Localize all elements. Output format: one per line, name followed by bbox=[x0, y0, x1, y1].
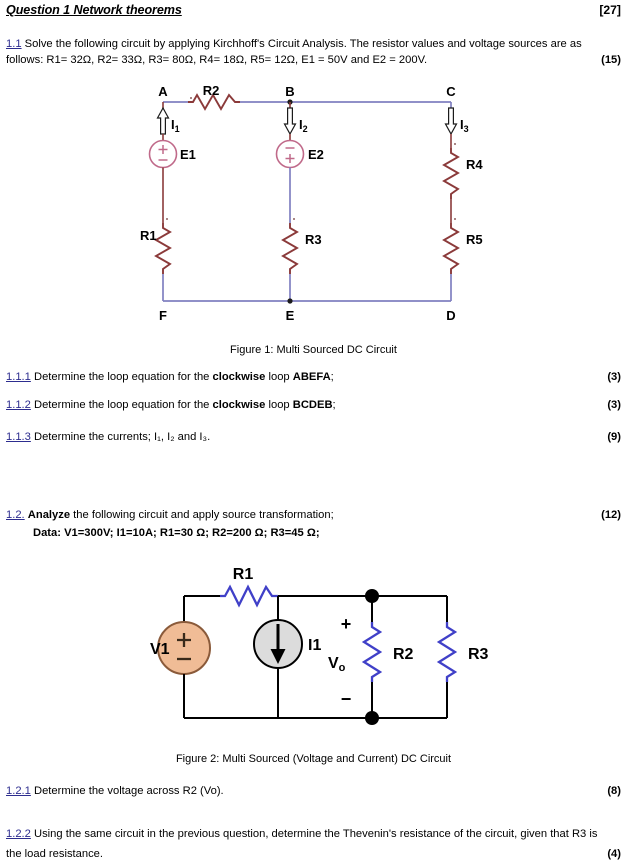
component-label-r1-f2: R1 bbox=[233, 566, 254, 583]
node-label-b: B bbox=[285, 86, 294, 99]
terminal-mark-r1 bbox=[166, 218, 168, 220]
item-1-2-text: 1.2. Analyze the following circuit and a… bbox=[6, 509, 593, 521]
item-1-1-body: Solve the following circuit by applying … bbox=[6, 38, 582, 66]
resistor-r5-symbol bbox=[442, 223, 460, 274]
component-label-r2-f2: R2 bbox=[393, 646, 414, 663]
component-label-e1: E1 bbox=[180, 147, 196, 162]
page-title: Question 1 Network theorems bbox=[6, 3, 182, 17]
component-label-v1: V1 bbox=[150, 641, 170, 658]
figure-1-svg: A B C F E D R2 R1 R3 R4 R5 E1 E2 I1 I2 I… bbox=[140, 86, 483, 323]
figure-2-circuit: R1 V1 I1 R2 R3 + − Vo bbox=[150, 562, 490, 742]
resistor-r2-symbol bbox=[188, 93, 240, 111]
v1-plus-sign bbox=[177, 633, 191, 647]
resistor-r1-symbol bbox=[154, 223, 172, 274]
item-1-1-2-number: 1.1.2 bbox=[6, 399, 31, 411]
item-1-2-1-text: 1.2.1 Determine the voltage across R2 (V… bbox=[6, 785, 599, 797]
terminal-mark-r4 bbox=[454, 143, 456, 145]
item-1-1-row: 1.1 Solve the following circuit by apply… bbox=[6, 37, 621, 68]
resistor-r1-symbol-f2 bbox=[220, 584, 278, 608]
item-1-1-marks: (15) bbox=[601, 53, 621, 66]
item-1-1-1-marks: (3) bbox=[607, 371, 621, 383]
component-label-r3: R3 bbox=[305, 232, 322, 247]
item-1-2-number: 1.2. bbox=[6, 509, 25, 521]
item-1-2-1-body: Determine the voltage across R2 (Vo). bbox=[30, 785, 224, 797]
item-1-2-2-row: 1.2.2 Using the same circuit in the prev… bbox=[6, 824, 621, 864]
item-1-1-2-pre: Determine the loop equation for the bbox=[30, 399, 213, 411]
item-1-2-2-marks: (4) bbox=[607, 848, 621, 860]
item-1-2-2-number: 1.2.2 bbox=[6, 828, 31, 840]
item-1-2-row: 1.2. Analyze the following circuit and a… bbox=[6, 509, 621, 521]
item-1-1-2-mid: loop bbox=[265, 399, 293, 411]
figure-1-caption: Figure 1: Multi Sourced DC Circuit bbox=[230, 344, 397, 356]
item-1-2-1-row: 1.2.1 Determine the voltage across R2 (V… bbox=[6, 785, 621, 797]
resistor-r3-symbol-f2 bbox=[436, 622, 458, 682]
item-1-1-2-row: 1.1.2 Determine the loop equation for th… bbox=[6, 399, 621, 411]
terminal-mark-r3 bbox=[293, 218, 295, 220]
item-1-1-1-bold-clockwise: clockwise bbox=[212, 371, 266, 383]
component-label-i1-f2: I1 bbox=[308, 637, 321, 654]
component-label-r4: R4 bbox=[466, 157, 483, 172]
item-1-1-1-bold-loop: ABEFA bbox=[292, 371, 331, 383]
resistor-r2-symbol-f2 bbox=[361, 622, 383, 682]
terminal-mark-r2 bbox=[190, 97, 192, 99]
item-1-2-1-number: 1.2.1 bbox=[6, 785, 31, 797]
component-label-e2: E2 bbox=[308, 147, 324, 162]
item-1-1-3-marks: (9) bbox=[607, 431, 621, 443]
node-label-e: E bbox=[286, 308, 295, 323]
node-label-c: C bbox=[446, 86, 456, 99]
item-1-2-2-body: Using the same circuit in the previous q… bbox=[6, 828, 598, 860]
node-dot-e bbox=[287, 298, 293, 304]
figure-1-circuit: A B C F E D R2 R1 R3 R4 R5 E1 E2 I1 I2 I… bbox=[140, 86, 490, 341]
item-1-2-data-line: Data: V1=300V; I1=10A; R1=30 Ω; R2=200 Ω… bbox=[33, 527, 320, 539]
item-1-1-1-text: 1.1.1 Determine the loop equation for th… bbox=[6, 371, 599, 383]
component-label-r1: R1 bbox=[140, 228, 157, 243]
item-1-2-marks: (12) bbox=[601, 509, 621, 521]
resistor-r3-symbol bbox=[281, 223, 299, 274]
item-1-2-1-marks: (8) bbox=[607, 785, 621, 797]
figure-2-svg: R1 V1 I1 R2 R3 + − Vo bbox=[150, 566, 489, 725]
item-1-1-2-text: 1.1.2 Determine the loop equation for th… bbox=[6, 399, 599, 411]
e2-plus-sign bbox=[285, 154, 295, 163]
item-1-2-2-text: 1.2.2 Using the same circuit in the prev… bbox=[6, 824, 599, 864]
figure-2-caption: Figure 2: Multi Sourced (Voltage and Cur… bbox=[175, 753, 452, 765]
e1-plus-sign bbox=[158, 145, 168, 154]
item-1-1-1-pre: Determine the loop equation for the bbox=[30, 371, 213, 383]
label-vo: Vo bbox=[328, 655, 346, 674]
component-label-r3-f2: R3 bbox=[468, 646, 489, 663]
current-label-i3: I3 bbox=[460, 117, 469, 134]
resistor-r4-symbol bbox=[442, 148, 460, 199]
item-1-1-1-mid: loop bbox=[265, 371, 293, 383]
item-1-1-1-row: 1.1.1 Determine the loop equation for th… bbox=[6, 371, 621, 383]
question-heading-row: Question 1 Network theorems [27] bbox=[6, 3, 621, 17]
current-arrow-i2 bbox=[283, 107, 297, 136]
i1-arrow-head bbox=[270, 649, 286, 664]
item-1-1-2-marks: (3) bbox=[607, 399, 621, 411]
node-label-f: F bbox=[159, 308, 167, 323]
polarity-plus-vo: + bbox=[341, 614, 352, 634]
node-label-d: D bbox=[446, 308, 455, 323]
polarity-minus-vo: − bbox=[341, 689, 352, 709]
item-1-1-2-post: ; bbox=[332, 399, 336, 411]
item-1-1-2-bold-clockwise: clockwise bbox=[212, 399, 266, 411]
item-1-1-number: 1.1 bbox=[6, 38, 22, 50]
current-arrow-i3 bbox=[444, 107, 458, 136]
item-1-2-bold-analyze: Analyze bbox=[27, 509, 71, 521]
item-1-1-3-number: 1.1.3 bbox=[6, 431, 31, 443]
item-1-2-body: the following circuit and apply source t… bbox=[70, 509, 334, 521]
item-1-1-2-bold-loop: BCDEB bbox=[292, 399, 333, 411]
component-label-r2: R2 bbox=[203, 86, 220, 98]
current-label-i2: I2 bbox=[299, 117, 308, 134]
item-1-1-3-row: 1.1.3 Determine the currents; I₁, I₂ and… bbox=[6, 431, 621, 443]
item-1-1-1-number: 1.1.1 bbox=[6, 371, 31, 383]
question-total-marks: [27] bbox=[599, 3, 621, 17]
item-1-1-3-body: Determine the currents; I₁, I₂ and I₃. bbox=[30, 431, 211, 443]
current-arrow-i1 bbox=[156, 106, 170, 135]
terminal-mark-r5 bbox=[454, 218, 456, 220]
item-1-1-3-text: 1.1.3 Determine the currents; I₁, I₂ and… bbox=[6, 431, 599, 443]
item-1-1-1-post: ; bbox=[330, 371, 334, 383]
node-label-a: A bbox=[158, 86, 168, 99]
current-label-i1: I1 bbox=[171, 117, 180, 134]
item-1-1-text: 1.1 Solve the following circuit by apply… bbox=[6, 37, 593, 68]
component-label-r5: R5 bbox=[466, 232, 483, 247]
